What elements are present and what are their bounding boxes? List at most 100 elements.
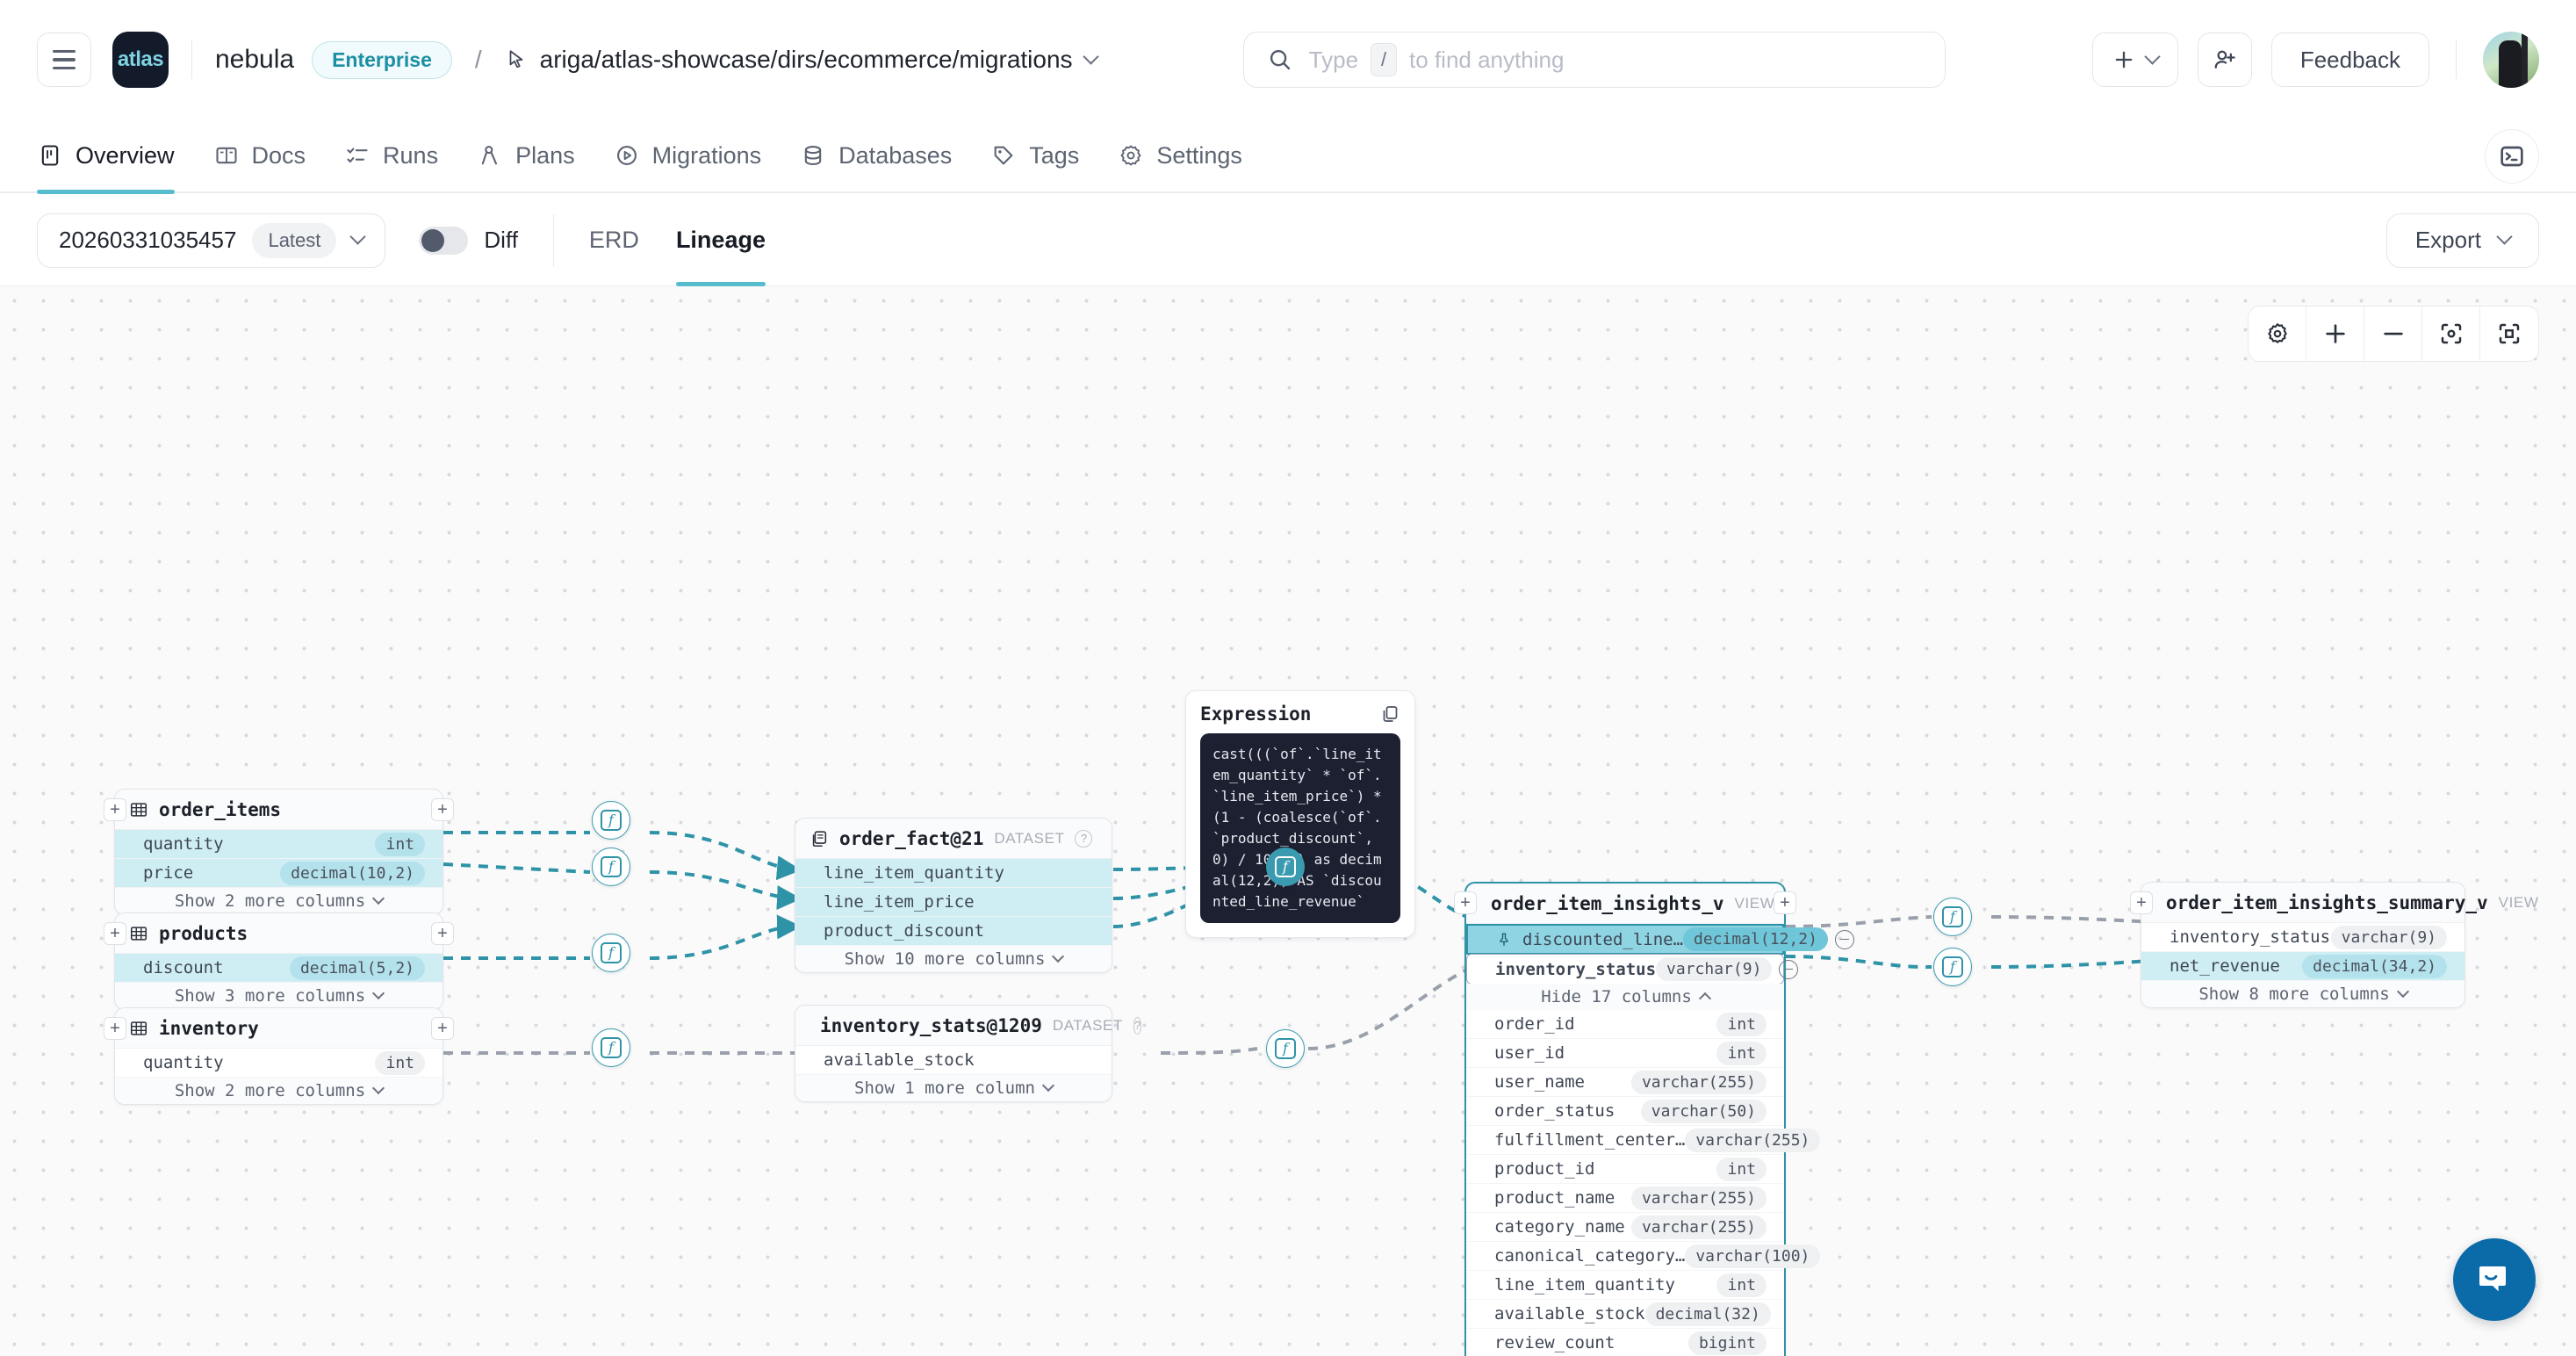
expand-downstream-button[interactable]: + (431, 1017, 454, 1040)
show-more-columns[interactable]: Show 8 more columns (2141, 981, 2464, 1007)
lineage-node-inventory[interactable]: + + inventory quantity int Show 2 more c… (104, 1007, 454, 1105)
terminal-button[interactable] (2485, 129, 2539, 184)
column-name: line_item_quantity (1494, 1275, 1675, 1295)
fit-view-button[interactable] (2422, 307, 2480, 361)
copy-icon[interactable] (1379, 703, 1400, 725)
function-node[interactable]: f (592, 801, 630, 840)
column-row[interactable]: net_revenue decimal(34,2) (2141, 952, 2464, 981)
expand-upstream-button[interactable]: + (1454, 891, 1477, 914)
zoom-out-button[interactable] (2364, 307, 2422, 361)
avatar[interactable] (2483, 32, 2539, 88)
remove-column-button[interactable] (1779, 959, 1799, 979)
zoom-in-button[interactable] (2306, 307, 2364, 361)
lineage-node-inventory-stats[interactable]: inventory_stats@1209 DATASET ? available… (795, 1005, 1142, 1102)
column-type: decimal(34,2) (2302, 954, 2447, 978)
column-row[interactable]: price decimal(10,2) (115, 859, 443, 888)
expand-upstream-button[interactable]: + (104, 798, 126, 821)
expand-upstream-button[interactable]: + (104, 922, 126, 945)
node-header: inventory (115, 1008, 443, 1049)
column-row[interactable]: line_item_price (795, 888, 1112, 917)
help-icon[interactable]: ? (1075, 829, 1093, 848)
column-row[interactable]: discount decimal(5,2) (115, 954, 443, 983)
invite-user-button[interactable] (2197, 32, 2252, 87)
fit-screen-button[interactable] (2480, 307, 2538, 361)
column-row[interactable]: canonical_category…varchar(100) (1466, 1242, 1821, 1271)
column-type: decimal(10,2) (280, 861, 425, 885)
column-row-outlined[interactable]: inventory_status varchar(9) (1466, 954, 1799, 985)
function-node[interactable]: f (1266, 1029, 1305, 1068)
function-node[interactable]: f (592, 934, 630, 972)
nav-item-migrations[interactable]: Migrations (614, 119, 761, 192)
project-name[interactable]: nebula (215, 45, 295, 74)
nav-item-docs[interactable]: Docs (213, 119, 306, 192)
function-node-active[interactable]: f (1266, 848, 1305, 886)
nav-item-tags[interactable]: Tags (990, 119, 1079, 192)
show-more-columns[interactable]: Show 2 more columns (115, 1078, 443, 1104)
lineage-node-products[interactable]: + + products discount decimal(5,2) Show … (104, 912, 454, 1010)
node-kind: VIEW (2498, 893, 2539, 911)
expand-upstream-button[interactable]: + (2130, 891, 2153, 914)
column-row-selected[interactable]: discounted_line… decimal(12,2) (1466, 924, 1854, 955)
nav-item-databases[interactable]: Databases (800, 119, 952, 192)
column-row[interactable]: fulfillment_center…varchar(255) (1466, 1126, 1821, 1155)
lineage-node-order-item-insights-v[interactable]: + + order_item_insights_v VIEW discounte… (1454, 882, 1854, 1356)
node-title: products (159, 922, 248, 944)
show-more-columns[interactable]: Show 3 more columns (115, 983, 443, 1009)
nav-item-plans[interactable]: Plans (477, 119, 575, 192)
show-more-columns[interactable]: Show 1 more column (795, 1075, 1112, 1101)
feedback-button[interactable]: Feedback (2270, 32, 2429, 87)
tab-lineage[interactable]: Lineage (675, 195, 766, 286)
lineage-node-order-fact[interactable]: order_fact@21 DATASET ? line_item_quanti… (795, 818, 1112, 973)
lineage-node-order-item-insights-summary-v[interactable]: + order_item_insights_summary_v VIEW inv… (2130, 882, 2538, 1008)
column-row[interactable]: product_discount (795, 917, 1112, 946)
remove-column-button[interactable] (1834, 929, 1854, 949)
chat-button[interactable] (2453, 1238, 2536, 1321)
tab-erd[interactable]: ERD (589, 195, 639, 286)
diff-toggle-wrap[interactable]: Diff (419, 226, 518, 255)
breadcrumb[interactable]: ariga/atlas-showcase/dirs/ecommerce/migr… (505, 46, 1099, 74)
expand-downstream-button[interactable]: + (431, 922, 454, 945)
expand-downstream-button[interactable]: + (431, 798, 454, 821)
diff-toggle[interactable] (419, 226, 469, 255)
canvas-settings-button[interactable] (2249, 307, 2306, 361)
function-node[interactable]: f (1933, 898, 1972, 936)
lineage-canvas[interactable]: + + order_items quantity int price decim… (0, 286, 2576, 1356)
column-row[interactable]: line_item_quantity (795, 859, 1112, 888)
help-icon[interactable]: ? (1133, 1016, 1142, 1035)
column-row[interactable]: inventory_status varchar(9) (2141, 923, 2464, 952)
column-row[interactable]: quantity int (115, 1049, 443, 1078)
canvas-controls[interactable] (2248, 306, 2539, 362)
search-input[interactable]: Type / to find anything (1242, 32, 1946, 88)
column-row[interactable]: quantity int (115, 830, 443, 859)
function-node[interactable]: f (592, 848, 630, 886)
function-node[interactable]: f (1933, 948, 1972, 986)
add-button[interactable] (2091, 32, 2178, 87)
atlas-logo[interactable]: atlas (112, 32, 169, 88)
version-selector[interactable]: 20260331035457 Latest (37, 213, 386, 268)
nav-item-overview[interactable]: Overview (37, 119, 175, 194)
expand-upstream-button[interactable]: + (104, 1017, 126, 1040)
show-more-columns[interactable]: Show 2 more columns (115, 888, 443, 914)
menu-button[interactable] (37, 32, 91, 87)
show-more-columns[interactable]: Show 10 more columns (795, 946, 1112, 972)
hide-columns-toggle[interactable]: Hide 17 columns (1466, 984, 1784, 1010)
column-name: line_item_price (824, 892, 975, 912)
function-node[interactable]: f (592, 1028, 630, 1067)
nav-item-runs[interactable]: Runs (344, 119, 438, 192)
lineage-node-order-items[interactable]: + + order_items quantity int price decim… (104, 789, 454, 915)
column-type: decimal(12,2) (1683, 927, 1828, 951)
nav-item-settings[interactable]: Settings (1118, 119, 1242, 192)
column-row[interactable]: available_stock (795, 1046, 1112, 1075)
expand-downstream-button[interactable]: + (1774, 891, 1796, 914)
export-button[interactable]: Export (2385, 213, 2539, 268)
